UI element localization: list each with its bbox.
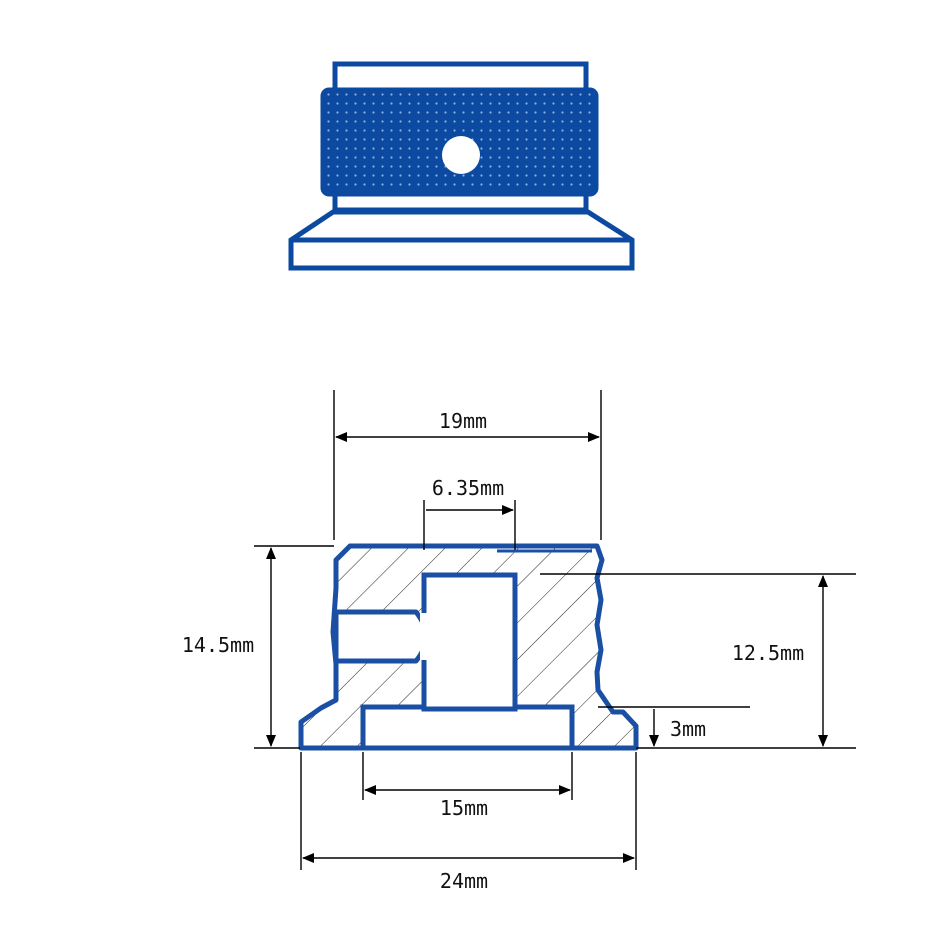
- label-body-height: 12.5mm: [732, 641, 804, 665]
- set-screw-hole: [442, 136, 480, 174]
- knob-top-cap: [332, 61, 589, 93]
- section-cover: [420, 613, 430, 660]
- label-total-height: 14.5mm: [182, 633, 254, 657]
- shaft-bore: [421, 572, 518, 712]
- dimension-lines: [254, 390, 856, 870]
- dimension-labels: 19mm 6.35mm 14.5mm 12.5mm 3mm 15mm 24mm: [182, 409, 804, 893]
- label-shaft-hole: 6.35mm: [432, 476, 504, 500]
- knob-side-view: [288, 61, 635, 271]
- label-top-width: 19mm: [439, 409, 487, 433]
- knob-cross-section: [298, 543, 639, 751]
- set-screw-channel: [333, 609, 429, 664]
- label-flange-height: 3mm: [670, 717, 706, 741]
- bottom-recess: [360, 704, 575, 751]
- label-base-width: 24mm: [440, 869, 488, 893]
- knob-lower-band: [332, 191, 589, 213]
- label-inner-recess: 15mm: [440, 796, 488, 820]
